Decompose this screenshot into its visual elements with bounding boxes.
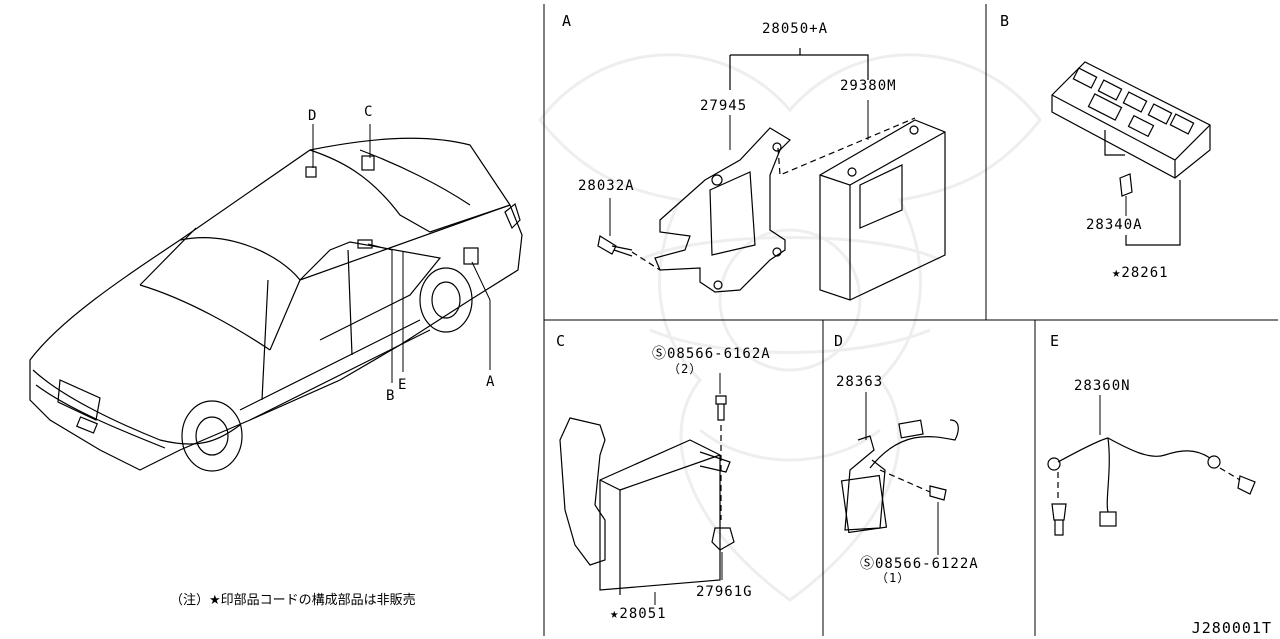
panel-c-letter: C [556,332,566,350]
part-08566-6122a: Ⓢ08566-6122A [860,556,979,572]
part-28261: ★28261 [1112,265,1169,281]
panel-d-letter: D [834,332,844,350]
qty-c: （2） [668,362,703,376]
part-29380m: 29380M [840,78,897,94]
part-27961g: 27961G [696,584,753,600]
panel-b-drawing [1051,61,1211,246]
note-text: （注）★印部品コードの構成部品は非販売 [170,593,416,608]
panel-e-drawing [1047,395,1256,536]
panel-d-drawing [840,392,959,555]
part-28050a: 28050+A [762,21,829,37]
qty-d: （1） [876,571,911,585]
overview-callout-e: E [398,377,408,393]
overview-callout-d: D [308,108,318,124]
watermark-crest [538,53,1042,602]
diagram-code: J280001T [1191,619,1272,637]
part-28360n: 28360N [1074,378,1131,394]
panel-a-letter: A [562,12,572,30]
part-28340a: 28340A [1086,217,1143,233]
panel-frame [543,4,1278,636]
part-28032a: 28032A [578,178,635,194]
panel-e-letter: E [1050,332,1060,350]
part-28363: 28363 [836,374,884,390]
overview-callout-b: B [386,388,396,404]
overview-leaders [312,124,491,383]
overview-callout-c: C [364,104,374,120]
part-08566-6162a: Ⓢ08566-6162A [652,346,771,362]
panel-a-drawing [597,48,946,301]
part-27945: 27945 [700,98,748,114]
part-28051: ★28051 [610,606,667,622]
panel-c-drawing [559,373,735,605]
car-illustration [29,137,523,472]
overview-callout-a: A [486,374,496,390]
panel-b-letter: B [1000,12,1010,30]
